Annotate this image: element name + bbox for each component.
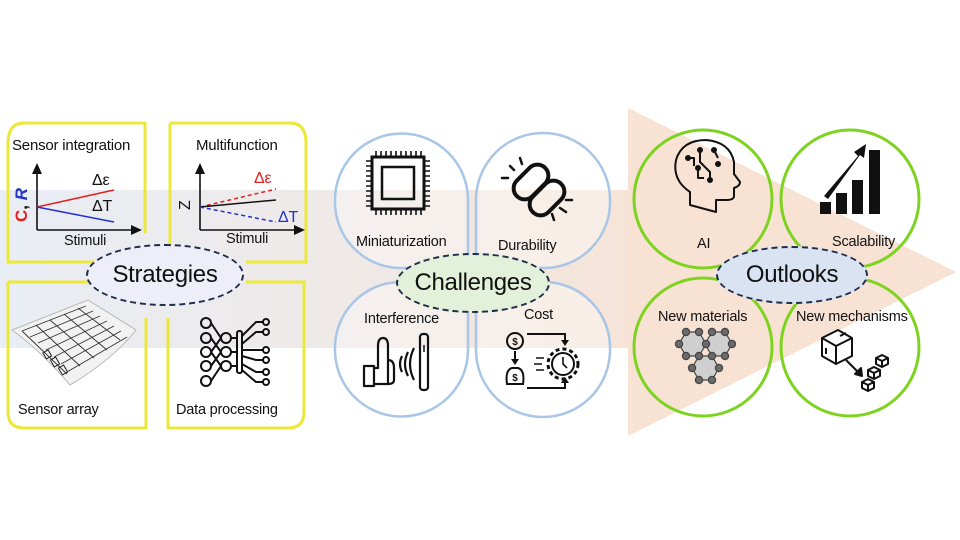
panel-title-data-processing: Data processing bbox=[176, 402, 278, 418]
money-time-gear-icon bbox=[505, 332, 580, 389]
petal-miniaturization bbox=[333, 132, 470, 270]
challenges-hub-label: Challenges bbox=[414, 269, 532, 296]
ai-head-icon bbox=[674, 139, 741, 213]
broken-chain-icon bbox=[500, 156, 574, 222]
series-label-strain: Δε bbox=[92, 172, 110, 189]
challenges-hub: Challenges bbox=[396, 253, 550, 313]
panel-title-sensor-integration: Sensor integration bbox=[12, 137, 131, 154]
series-label-temperature: ΔT bbox=[278, 209, 299, 226]
x-axis-label-stimuli: Stimuli bbox=[226, 231, 269, 247]
outlook-label-ai: AI bbox=[697, 236, 711, 252]
strategies-hub: Strategies bbox=[86, 244, 244, 306]
growth-bars-icon bbox=[820, 144, 880, 214]
petal-interference bbox=[333, 280, 470, 418]
panel-title-sensor-array: Sensor array bbox=[18, 402, 99, 418]
hexagonal-lattice-icon bbox=[674, 327, 737, 385]
hand-stop-signal-icon bbox=[362, 332, 430, 392]
series-label-temperature: ΔT bbox=[92, 198, 113, 215]
chip-icon bbox=[366, 151, 430, 215]
line-plot-icon bbox=[195, 163, 305, 235]
outlook-label-new-materials: New materials bbox=[658, 309, 748, 325]
challenge-label-durability: Durability bbox=[498, 238, 557, 254]
series-label-strain: Δε bbox=[254, 170, 272, 187]
panel-title-multifunction: Multifunction bbox=[196, 137, 278, 154]
challenge-label-interference: Interference bbox=[364, 311, 439, 327]
x-axis-label-stimuli: Stimuli bbox=[64, 233, 107, 249]
challenge-label-cost: Cost bbox=[524, 307, 554, 323]
dollar-sign-icon: $ bbox=[512, 373, 518, 384]
challenge-label-miniaturization: Miniaturization bbox=[356, 234, 447, 250]
panel-sensor-integration-border bbox=[6, 121, 147, 264]
outlooks-hub-label: Outlooks bbox=[745, 261, 839, 288]
outlooks-hub: Outlooks bbox=[716, 246, 868, 304]
strategies-hub-label: Strategies bbox=[112, 261, 218, 288]
line-plot-icon bbox=[32, 163, 142, 235]
circle-new-materials bbox=[632, 276, 774, 418]
outlook-label-new-mechanisms: New mechanisms bbox=[796, 309, 908, 325]
circle-ai bbox=[632, 128, 774, 270]
outlook-label-scalability: Scalability bbox=[832, 234, 896, 250]
dollar-sign-icon: $ bbox=[512, 337, 518, 348]
cube-split-icon bbox=[821, 329, 889, 392]
